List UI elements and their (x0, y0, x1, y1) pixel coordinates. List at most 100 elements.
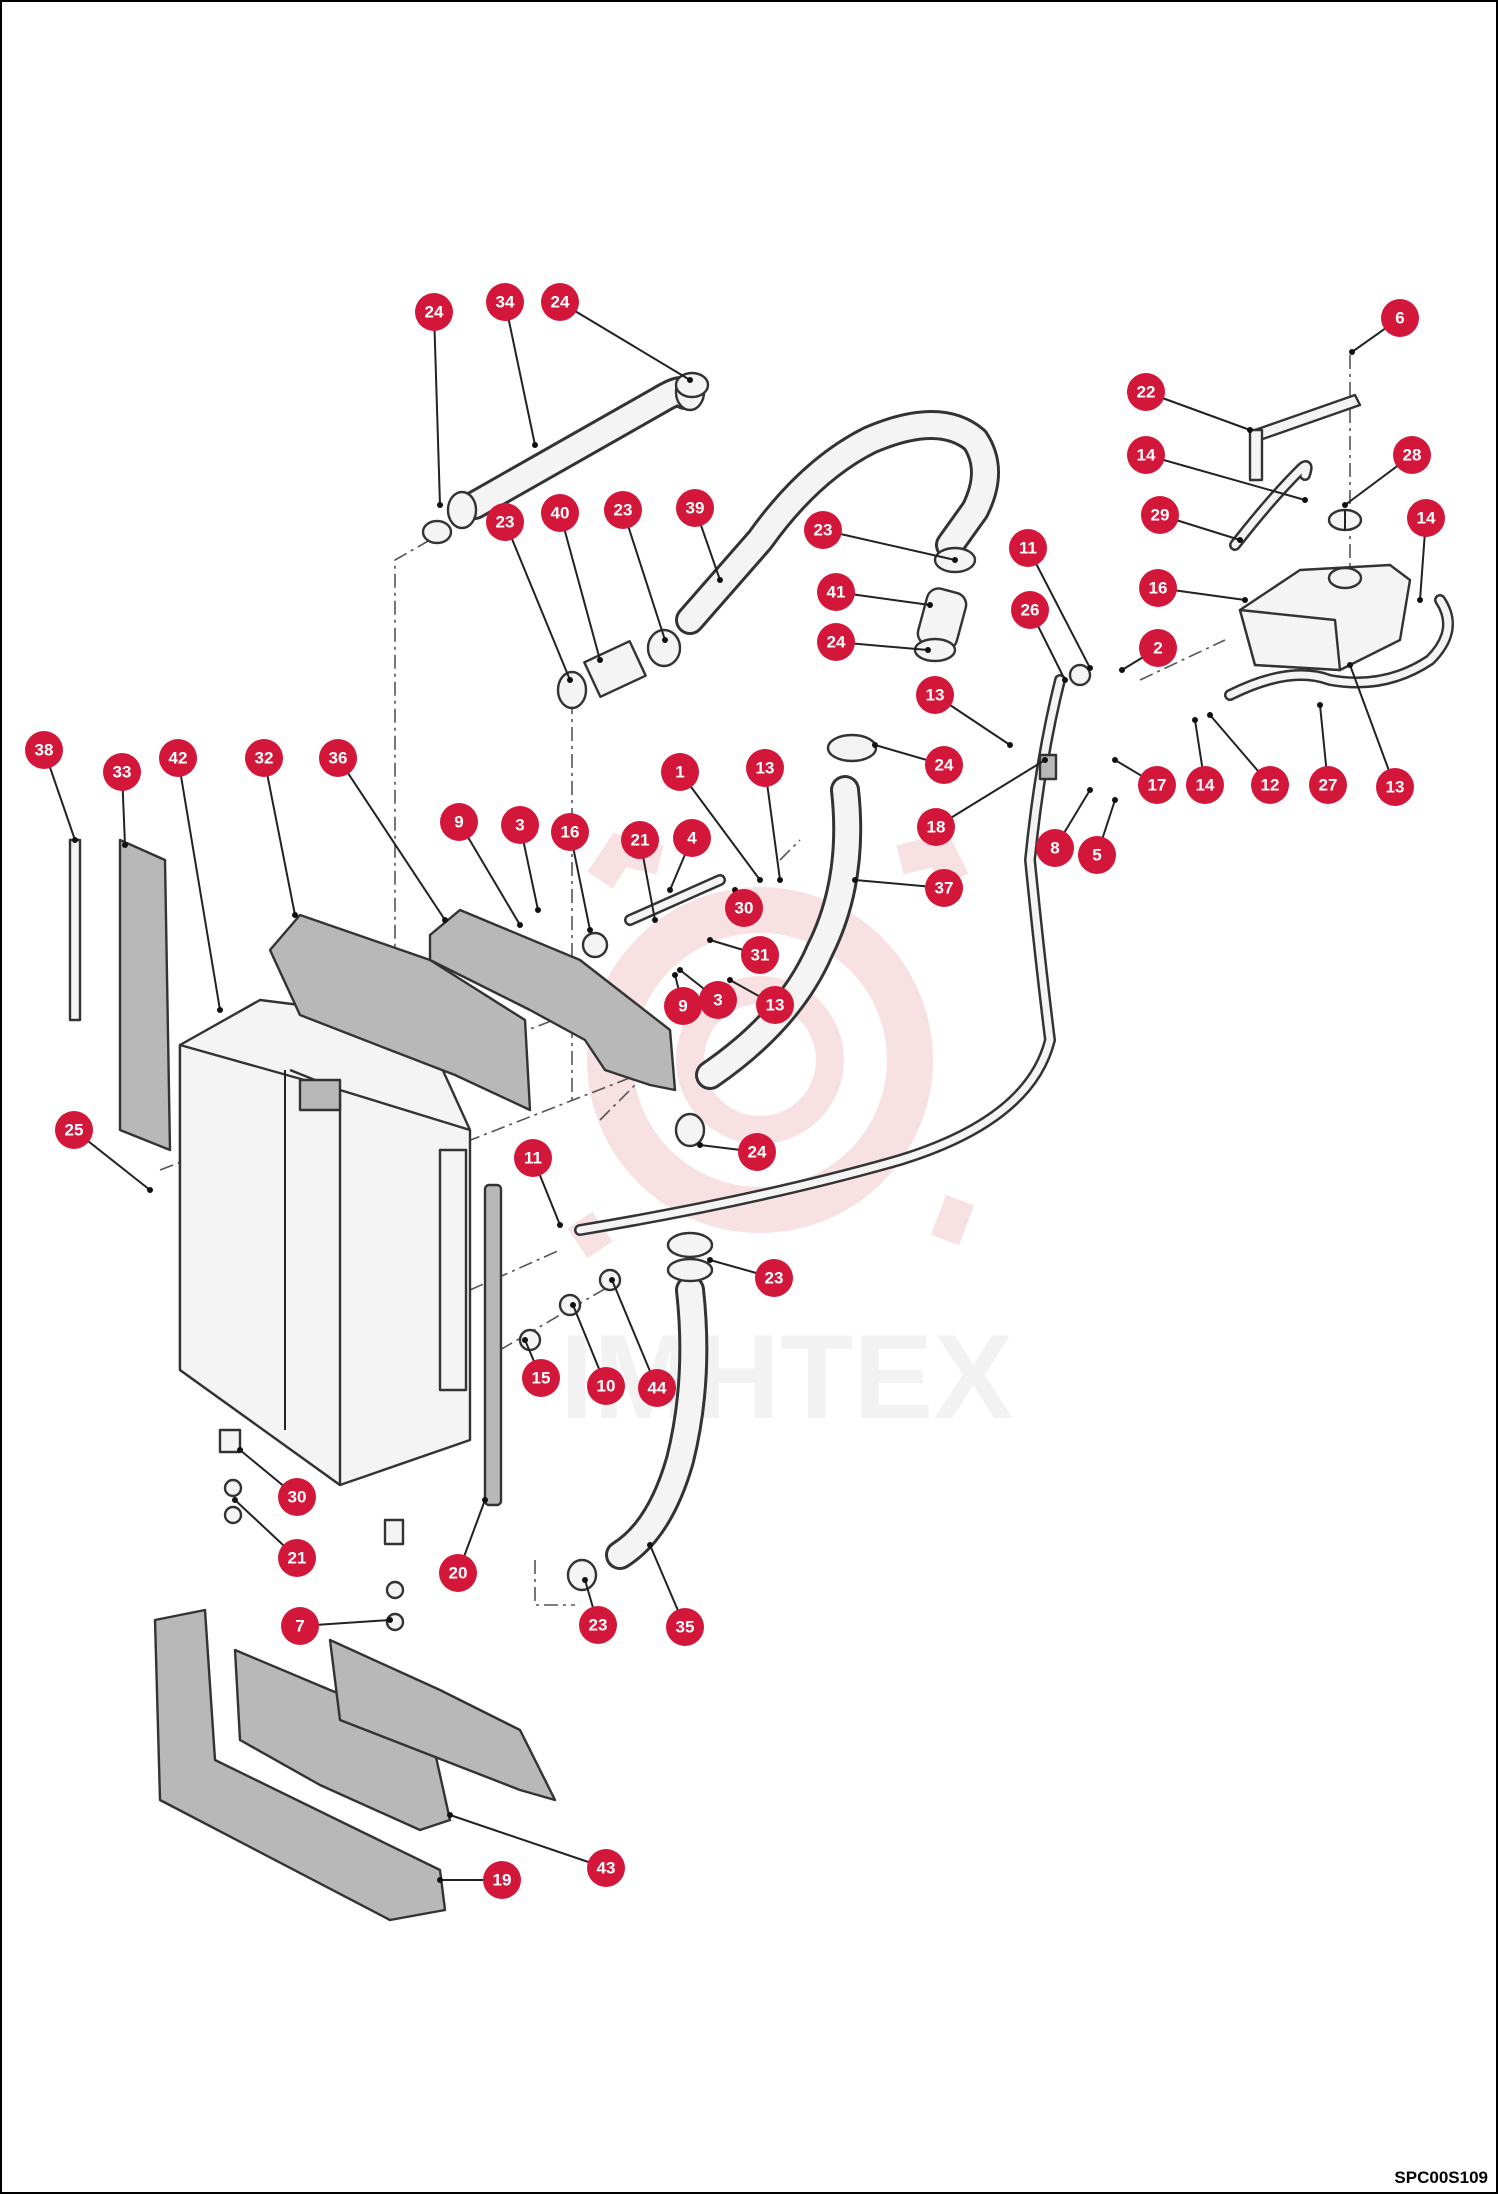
leader-dot (1087, 665, 1093, 671)
drawing-code: SPC00S109 (1394, 2168, 1488, 2187)
leader-dot (557, 1222, 563, 1228)
callout-fitting: 1 (661, 753, 699, 791)
callout-lower-hose: 31 (741, 936, 779, 974)
callout-badge (587, 1849, 625, 1887)
leader-dot (122, 842, 128, 848)
leader-dot (1317, 702, 1323, 708)
callout-number: 39 (686, 499, 705, 518)
callout-number: 30 (735, 899, 754, 918)
callout-bolt: 5 (1078, 836, 1116, 874)
expansion-tank (1238, 508, 1412, 672)
callout-bracket: 17 (1138, 766, 1176, 804)
leader-dot (1302, 497, 1308, 503)
top-seal-plate (268, 913, 532, 1112)
leader-top-seal-plate (263, 757, 296, 916)
callout-bolt: 3 (699, 981, 737, 1019)
leader-hose-clamp (822, 529, 956, 561)
callout-clip: 11 (514, 1139, 552, 1177)
callout-badge (1407, 499, 1445, 537)
leader-seal-plate (337, 757, 446, 921)
callout-number: 36 (329, 749, 348, 768)
callout-pipe-connector: 40 (541, 494, 579, 532)
seal-strip-vertical (483, 1183, 503, 1507)
seal-strip-left (68, 838, 82, 1022)
leader-dot (1207, 712, 1213, 718)
callout-number: 35 (676, 1618, 695, 1637)
callout-pipe: 37 (925, 869, 963, 907)
callout-badge (817, 623, 855, 661)
callout-number: 17 (1148, 776, 1167, 795)
callout-number: 14 (1137, 446, 1156, 465)
callout-number: 26 (1021, 601, 1040, 620)
tank-hose (1224, 594, 1454, 701)
callout-badge (483, 1861, 521, 1899)
callout-number: 43 (597, 1859, 616, 1878)
callout-badge (699, 981, 737, 1019)
callout-bolt: 6 (1381, 299, 1419, 337)
callout-badge (741, 936, 779, 974)
callout-number: 6 (1395, 309, 1404, 328)
leader-dot (652, 917, 658, 923)
leader-bracket (935, 759, 1046, 828)
leader-dot (1347, 662, 1353, 668)
callout-seal-strip: 38 (25, 731, 63, 769)
callout-number: 7 (295, 1617, 304, 1636)
callout-badge (661, 753, 699, 791)
callout-badge (25, 731, 63, 769)
callout-number: 44 (648, 1379, 667, 1398)
callout-hose-clamp: 24 (541, 283, 579, 321)
callout-hose-clip: 14 (1127, 436, 1165, 474)
callout-expansion-tank: 16 (1139, 569, 1177, 607)
leader-hose-clamp (622, 509, 666, 641)
leader-dot (535, 907, 541, 913)
callout-badge (514, 1139, 552, 1177)
callout-number: 24 (935, 756, 954, 775)
leader-dot (237, 1447, 243, 1453)
leader-dot (437, 502, 443, 508)
callout-number: 24 (551, 293, 570, 312)
callout-badge (804, 511, 842, 549)
leader-dot (777, 877, 783, 883)
callout-number: 13 (756, 759, 775, 778)
callout-badge (1011, 591, 1049, 629)
callout-plug: 7 (281, 1607, 319, 1645)
leader-dot (447, 1812, 453, 1818)
leader-dot (442, 917, 448, 923)
callout-badge (817, 573, 855, 611)
leader-dot (662, 637, 668, 643)
side-seal-plate (118, 838, 172, 1152)
callout-badge (1127, 436, 1165, 474)
callout-side-seal-plate: 33 (103, 753, 141, 791)
callout-seal-strip: 20 (439, 1554, 477, 1592)
callout-badge (917, 808, 955, 846)
callout-bolt: 4 (673, 819, 711, 857)
leader-dot (1119, 667, 1125, 673)
callout-number: 41 (827, 583, 846, 602)
callout-fitting: 16 (551, 813, 589, 851)
callout-bolt: 3 (501, 806, 539, 844)
leader-dot (1062, 677, 1068, 683)
leader-dot (707, 937, 713, 943)
callout-bolt: 13 (916, 676, 954, 714)
callout-number: 8 (1050, 839, 1059, 858)
long-upper-hose (675, 410, 1000, 635)
callout-clamp: 2 (1139, 629, 1177, 667)
callout-bolt: 13 (746, 749, 784, 787)
callout-number: 33 (113, 763, 132, 782)
callout-badge (1186, 766, 1224, 804)
watermark-text: IMHTEX (560, 1310, 1013, 1444)
callout-badge (1251, 766, 1289, 804)
leader-dot (1042, 757, 1048, 763)
seal-plate (428, 908, 677, 1092)
callout-badge (486, 503, 524, 541)
leader-fitting (679, 771, 761, 881)
leader-hose-clip (1145, 454, 1306, 501)
callout-hose-clamp: 23 (604, 491, 642, 529)
callout-number: 20 (449, 1564, 468, 1583)
lower-hose (674, 733, 878, 1148)
callout-bottom-seal-plate: 43 (587, 1849, 625, 1887)
leader-radiator-upper-hose (504, 301, 536, 446)
callout-badge (319, 739, 357, 777)
leader-dot (587, 927, 593, 933)
callout-number: 13 (1386, 778, 1405, 797)
